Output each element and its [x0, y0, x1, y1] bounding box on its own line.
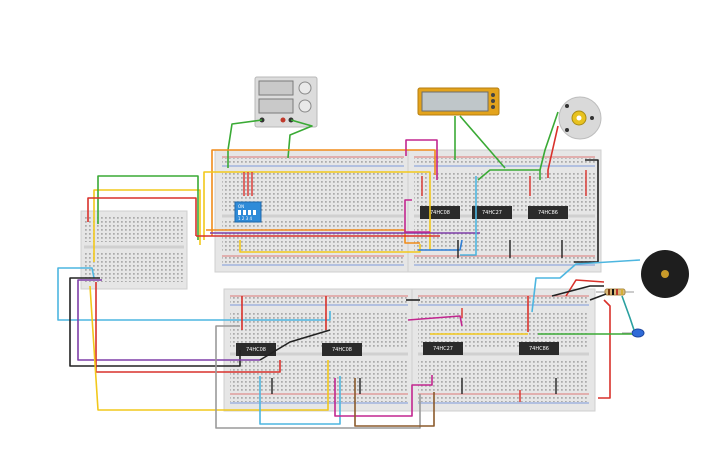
wire-blue[interactable] — [418, 239, 463, 251]
dip-switch-numbers: 1 2 3 4 — [238, 216, 252, 221]
breadboard-small-left[interactable] — [80, 210, 188, 290]
ic-chip-label: 74HC86 — [529, 346, 549, 352]
wire-yellow[interactable] — [203, 171, 431, 250]
ic-chip-label: 74HC08 — [246, 347, 266, 353]
wire-yellow[interactable] — [89, 285, 329, 411]
wire-black[interactable] — [574, 159, 599, 263]
ic-chip-label: 74HC27 — [482, 210, 502, 216]
resistor[interactable] — [596, 288, 634, 296]
ic-chip-label: 74HC86 — [538, 210, 558, 216]
ic-chip-label: 74HC08 — [430, 210, 450, 216]
wire-yellow[interactable] — [93, 189, 201, 262]
dc-motor[interactable] — [558, 96, 602, 140]
voltage-knob-icon[interactable] — [298, 81, 312, 95]
ic-chip-1[interactable]: 74HC08 — [420, 206, 460, 219]
wire-red[interactable] — [95, 282, 281, 373]
wire-magenta[interactable] — [405, 139, 438, 180]
wire-brown[interactable] — [354, 378, 435, 427]
wire-green[interactable] — [287, 119, 313, 159]
wire-black[interactable] — [259, 329, 331, 361]
wire-green[interactable] — [459, 115, 506, 169]
wire-yellow[interactable] — [239, 240, 421, 253]
wire-lightblue[interactable] — [57, 267, 331, 321]
wire-magenta[interactable] — [334, 375, 433, 417]
wire-green[interactable] — [227, 119, 263, 168]
ic-chip-label: 74HC27 — [433, 346, 453, 352]
dip-switch[interactable]: ON 1 2 3 4 — [234, 201, 262, 223]
wire-red[interactable] — [598, 299, 611, 399]
wire-green[interactable] — [477, 169, 541, 181]
ic-chip-3[interactable]: 74HC86 — [528, 206, 568, 219]
ic-chip-5[interactable]: 74HC08 — [322, 343, 362, 356]
wire-black[interactable] — [589, 293, 607, 301]
wire-lightblue[interactable] — [259, 376, 341, 425]
ic-chip-2[interactable]: 74HC27 — [472, 206, 512, 219]
wire-black[interactable] — [551, 285, 604, 297]
wire-orange[interactable] — [211, 149, 436, 236]
wire-purple[interactable] — [77, 279, 260, 361]
wire-lightblue[interactable] — [531, 259, 641, 313]
wire-teal[interactable] — [621, 295, 635, 331]
current-knob-icon[interactable] — [298, 99, 312, 113]
ic-chip-6[interactable]: 74HC27 — [423, 342, 463, 355]
piezo-buzzer[interactable] — [641, 250, 689, 298]
dip-switch-label: ON — [238, 204, 244, 209]
wire-green[interactable] — [539, 111, 559, 171]
led[interactable] — [622, 328, 645, 338]
wire-red[interactable] — [547, 125, 559, 178]
wire-red[interactable] — [87, 197, 197, 236]
power-supply[interactable] — [254, 76, 318, 128]
ic-chip-label: 74HC08 — [332, 347, 352, 353]
wire-green[interactable] — [97, 175, 199, 240]
breadboard-bottom-left[interactable] — [223, 288, 415, 412]
wire-grey[interactable] — [215, 325, 421, 429]
wire-lightblue[interactable] — [460, 176, 477, 256]
wire-purple[interactable] — [404, 199, 430, 233]
multimeter[interactable] — [417, 87, 500, 116]
wire-magenta[interactable] — [407, 315, 463, 327]
ic-chip-4[interactable]: 74HC08 — [236, 343, 276, 356]
ic-chip-7[interactable]: 74HC86 — [519, 342, 559, 355]
